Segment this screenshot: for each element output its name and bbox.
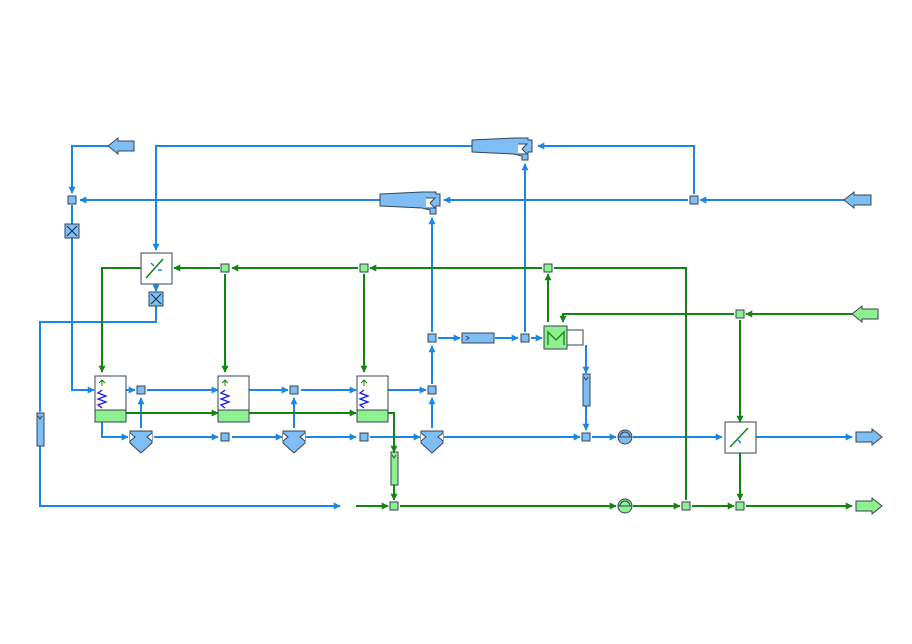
steam-ejector-icon [379, 191, 441, 215]
junction-node-icon[interactable] [289, 385, 299, 395]
left-arrow-icon[interactable] [107, 136, 135, 156]
steam-trap-icon [420, 430, 444, 454]
junction-node-icon[interactable] [735, 309, 745, 319]
separator-1[interactable] [140, 252, 173, 285]
pump-1[interactable] [617, 429, 633, 445]
junction-node-icon[interactable] [389, 501, 399, 511]
junction-node-icon[interactable] [520, 333, 530, 343]
separator-icon [140, 252, 173, 285]
steam-line-left-bottom [39, 446, 341, 510]
separator-icon [724, 421, 757, 454]
cooler-icon [461, 332, 495, 344]
water-line-to-heater-1 [98, 267, 141, 373]
steam-lines [39, 142, 853, 510]
junction-node-icon[interactable] [681, 501, 691, 511]
water-lines [98, 264, 853, 510]
separator-2[interactable] [724, 421, 757, 454]
junction-node-icon[interactable] [220, 432, 230, 442]
flow-element-2[interactable] [582, 373, 591, 407]
junction-nodes [67, 195, 745, 511]
junction-node-icon[interactable] [581, 432, 591, 442]
condenser-icon [543, 325, 568, 350]
steam-trap-2[interactable] [282, 430, 306, 454]
water-line-return-top [554, 267, 687, 500]
cooler[interactable] [461, 332, 495, 344]
junction-node-icon[interactable] [427, 333, 437, 343]
water-line-heater-3-out [388, 412, 398, 453]
left-arrow-icon[interactable] [851, 304, 879, 324]
junction-node-icon[interactable] [359, 263, 369, 273]
flow-element-icon [36, 412, 45, 447]
junction-node-icon[interactable] [359, 432, 369, 442]
pump-2[interactable] [617, 498, 633, 514]
junction-node-icon[interactable] [67, 195, 77, 205]
steam-line-ejector-1-out [152, 145, 472, 251]
junction-node-icon[interactable] [220, 263, 230, 273]
junction-node-icon[interactable] [735, 501, 745, 511]
steam-line-heater-1-bottom [101, 422, 129, 441]
flow-element-icon [390, 451, 399, 486]
feedwater-heater-2[interactable] [217, 375, 250, 423]
left-arrow-icon[interactable] [843, 190, 872, 210]
condenser[interactable] [543, 325, 584, 350]
junction-node-icon[interactable] [543, 263, 553, 273]
steam-ejector-icon [471, 137, 533, 161]
steam-trap-icon [129, 430, 153, 454]
flow-element-3[interactable] [390, 451, 399, 486]
feedwater-heater-3[interactable] [356, 375, 389, 423]
steam-trap-icon [282, 430, 306, 454]
junction-node-icon[interactable] [427, 385, 437, 395]
water-line-to-condenser [559, 313, 734, 323]
right-arrow-icon[interactable] [855, 427, 883, 447]
steam-trap-3[interactable] [420, 430, 444, 454]
boundary-arrows [107, 136, 883, 516]
steam-line-valve-down [39, 306, 157, 412]
steam-ejector-1[interactable] [471, 137, 533, 161]
junction-node-icon[interactable] [689, 195, 699, 205]
steam-line-top-inlet [68, 145, 108, 194]
steam-line-valve-to-heater-1 [71, 238, 95, 394]
throttle-valve-2[interactable] [148, 291, 164, 307]
flow-element-1[interactable] [36, 412, 45, 447]
feedwater-heater-1[interactable] [94, 375, 127, 423]
steam-trap-1[interactable] [129, 430, 153, 454]
flow-element-icon [582, 373, 591, 407]
steam-line-to-ejector-1 [537, 142, 695, 194]
right-arrow-icon[interactable] [855, 496, 883, 516]
throttle-valve-1[interactable] [64, 223, 80, 239]
steam-ejector-2[interactable] [379, 191, 441, 215]
junction-node-icon[interactable] [136, 385, 146, 395]
